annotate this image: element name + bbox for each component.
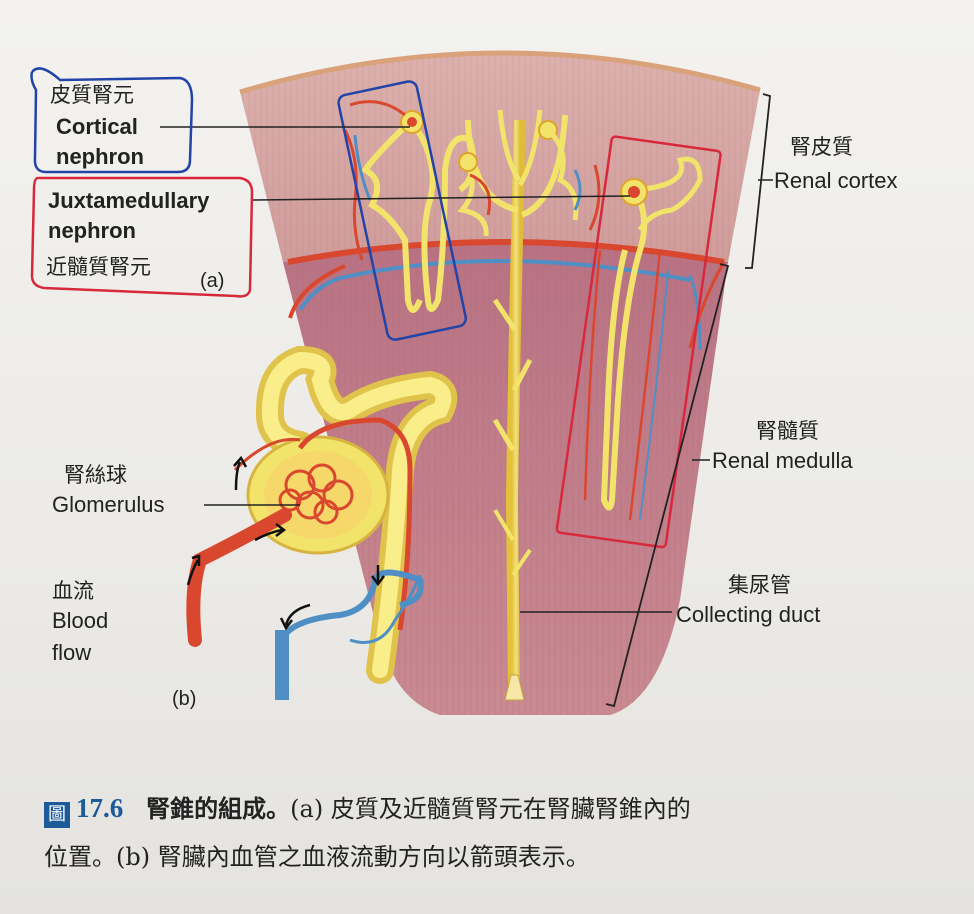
- juxtamedullary-highlight-box: [555, 135, 722, 549]
- blood-flow-label-en-2: flow: [52, 640, 92, 665]
- arcuate-vein: [298, 258, 691, 312]
- caption-text-2: 位置。(b) 腎臟內血管之血液流動方向以箭頭表示。: [44, 843, 590, 871]
- cortical-label-marker: [30, 67, 194, 174]
- juxtamedullary-label-zh: 近髓質腎元: [46, 255, 151, 279]
- cortical-nephron-label-en-1: Cortical: [56, 114, 138, 139]
- juxtamedullary-label-marker: [30, 176, 254, 298]
- collecting-duct-label-zh: 集尿管: [728, 573, 791, 597]
- juxtamedullary-label-en-2: nephron: [48, 218, 136, 243]
- figure-icon: 圖: [44, 802, 70, 828]
- glomerulus-label-zh: 腎絲球: [64, 463, 127, 487]
- renal-cortex-label-en: Renal cortex: [774, 168, 898, 193]
- glomerulus-label-en: Glomerulus: [52, 492, 165, 517]
- blood-flow-label-en-1: Blood: [52, 608, 109, 633]
- region-brackets: [605, 93, 771, 708]
- leader-lines: [160, 126, 672, 613]
- cortical-highlight-box: [337, 80, 468, 341]
- cortical-nephron-label-zh: 皮質腎元: [50, 83, 134, 107]
- caption-text-1: (a) 皮質及近髓質腎元在腎臟腎錐內的: [290, 795, 691, 823]
- capsule-edge: [239, 50, 761, 95]
- renal-cortex-label-zh: 腎皮質: [790, 135, 853, 159]
- renal-medulla-label-en: Renal medulla: [712, 448, 853, 473]
- figure-number: 17.6: [76, 793, 124, 823]
- cortical-nephron-label-en-2: nephron: [56, 144, 144, 169]
- arcuate-artery: [287, 239, 725, 265]
- blood-flow-arrows: [186, 455, 385, 631]
- juxtamedullary-nephron: [583, 156, 703, 521]
- blood-flow-label-zh: 血流: [52, 579, 94, 603]
- renal-medulla-label-zh: 腎髓質: [756, 419, 819, 443]
- juxtamedullary-label-en-1: Juxtamedullary: [48, 188, 210, 213]
- collecting-duct: [465, 109, 568, 701]
- efferent-arteriole: [297, 417, 413, 631]
- cortical-loops: [457, 120, 601, 237]
- panel-b-label: (b): [172, 688, 197, 710]
- collecting-duct-label-en: Collecting duct: [676, 602, 821, 627]
- caption-title: 腎錐的組成。: [146, 795, 291, 823]
- panel-a-label: (a): [200, 270, 225, 292]
